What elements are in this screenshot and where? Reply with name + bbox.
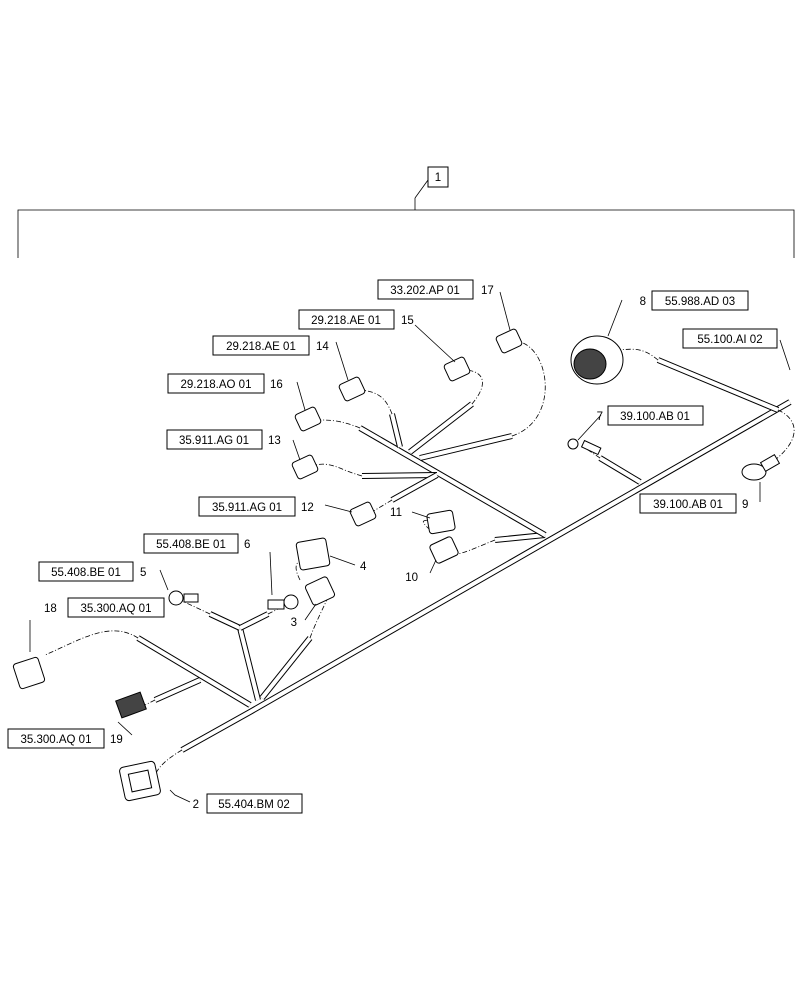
component-16: [294, 406, 322, 432]
item-number-label: 8: [640, 296, 646, 308]
item-number-label: 5: [140, 567, 146, 579]
leader-lines: [29, 291, 791, 803]
callout-item-11: 11: [390, 507, 402, 519]
ref-link-35-300-aq-01-a: 35.300.AQ 01: [81, 603, 152, 615]
component-13: [291, 454, 319, 480]
item-number-label: 18: [44, 603, 57, 615]
callout-item-16[interactable]: 29.218.AO 01 16: [167, 373, 283, 394]
item-number-label: 12: [301, 502, 314, 514]
callout-item-10: 10: [405, 572, 418, 584]
ref-link-33-202-ap-01: 33.202.AP 01: [390, 285, 460, 297]
assembly-bracket: 1: [17, 166, 795, 258]
ref-link-55-404-bm-02: 55.404.BM 02: [218, 799, 290, 811]
ref-link-29-218-ae-01-b: 29.218.AE 01: [311, 315, 381, 327]
ref-link-39-100-ab-01-a: 39.100.AB 01: [620, 411, 690, 423]
callout-item-14[interactable]: 29.218.AE 01 14: [212, 335, 329, 356]
assembly-item-number: 1: [435, 172, 441, 184]
item-number-label: 14: [316, 341, 329, 353]
component-18: [12, 656, 46, 690]
component-14: [338, 376, 366, 402]
item-number-label: 11: [390, 507, 402, 519]
callout-item-6[interactable]: 55.408.BE 01 6: [143, 533, 250, 554]
ref-link-55-988-ad-03: 55.988.AD 03: [665, 296, 735, 308]
ref-link-35-300-aq-01-b: 35.300.AQ 01: [21, 734, 92, 746]
ref-link-35-911-ag-01-b: 35.911.AG 01: [179, 435, 249, 447]
component-17: [495, 328, 523, 354]
item-number-label: 2: [193, 799, 199, 811]
item-number-label: 6: [244, 539, 250, 551]
ref-link-29-218-ao-01: 29.218.AO 01: [181, 379, 252, 391]
component-7-ring-terminal: [567, 438, 602, 456]
component-6-ring-terminal: [267, 594, 299, 610]
ref-link-39-100-ab-01-b: 39.100.AB 01: [653, 499, 723, 511]
ref-link-55-408-be-01-a: 55.408.BE 01: [51, 567, 121, 579]
item-number-label: 10: [405, 572, 418, 584]
component-2: [119, 760, 161, 802]
component-3: [304, 576, 336, 606]
callout-item-2[interactable]: 2 55.404.BM 02: [193, 793, 303, 814]
item-number-label: 16: [270, 379, 283, 391]
callout-item-3: 3: [291, 617, 297, 629]
component-9-ring-terminal: [741, 453, 781, 481]
component-5-ring-terminal: [168, 590, 199, 606]
callout-item-9[interactable]: 39.100.AB 01 9: [639, 493, 748, 514]
component-10: [429, 536, 459, 564]
item-number-label: 7: [597, 411, 603, 423]
callout-item-13[interactable]: 35.911.AG 01 13: [166, 429, 281, 450]
callout-item-17[interactable]: 33.202.AP 01 17: [377, 279, 494, 300]
item-number-label: 19: [110, 734, 123, 746]
callout-item-15[interactable]: 29.218.AE 01 15: [298, 309, 414, 330]
component-4: [295, 537, 331, 571]
component-11: [426, 509, 456, 535]
callout-item-7[interactable]: 7 39.100.AB 01: [597, 405, 704, 426]
callout-item-4: 4: [360, 561, 367, 573]
item-number-label: 4: [360, 561, 367, 573]
wire-harness: [136, 357, 792, 753]
callout-item-8[interactable]: 8 55.988.AD 03: [640, 290, 749, 311]
ref-link-55-408-be-01-b: 55.408.BE 01: [156, 539, 226, 551]
component-19: [115, 691, 147, 719]
callout-item-19[interactable]: 35.300.AQ 01 19: [7, 728, 123, 749]
ref-link-55-100-ai-02: 55.100.AI 02: [697, 334, 762, 346]
item-number-label: 13: [268, 435, 281, 447]
callout-item-12[interactable]: 35.911.AG 01 12: [198, 496, 314, 517]
callout-trunk-ref[interactable]: 55.100.AI 02: [682, 328, 778, 349]
item-number-label: 17: [481, 285, 494, 297]
item-number-label: 9: [742, 499, 748, 511]
component-12: [349, 501, 377, 527]
callout-item-5[interactable]: 55.408.BE 01 5: [38, 561, 146, 582]
item-number-label: 15: [401, 315, 414, 327]
item-number-label: 3: [291, 617, 297, 629]
ref-link-29-218-ae-01-a: 29.218.AE 01: [226, 341, 296, 353]
component-8-round-connector: [570, 335, 624, 385]
component-15: [443, 356, 471, 382]
callout-item-18[interactable]: 18 35.300.AQ 01: [44, 597, 165, 618]
ref-link-35-911-ag-01-a: 35.911.AG 01: [212, 502, 282, 514]
